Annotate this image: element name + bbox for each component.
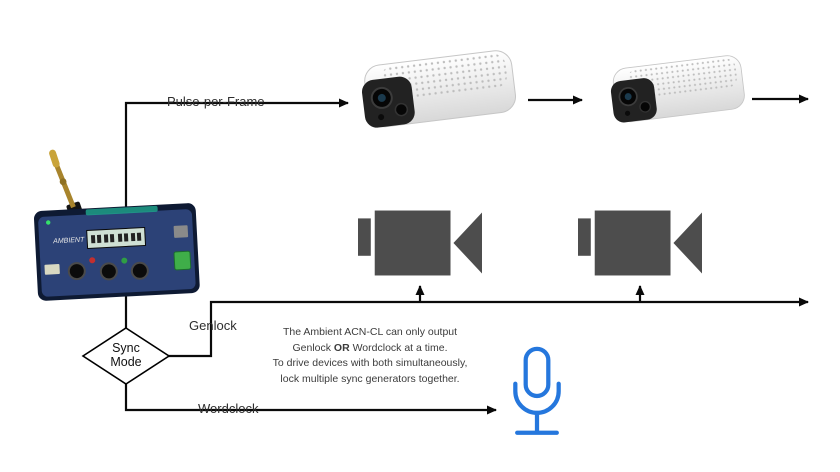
- ambient-logo: AMBIENT: [52, 237, 85, 246]
- microphone-icon: [504, 346, 570, 444]
- note-line-4: lock multiple sync generators together.: [280, 372, 460, 385]
- genlock-line: [168, 297, 809, 358]
- pulse-per-frame-line: [124, 98, 349, 240]
- wordclock-line: [124, 382, 497, 415]
- depth-camera-icon: [604, 48, 750, 128]
- video-camera-icon: [578, 210, 702, 276]
- antenna-icon: [49, 149, 83, 218]
- sync-mode-diamond: [81, 327, 171, 385]
- note-line-1: The Ambient ACN-CL can only output: [282, 326, 458, 338]
- pulse-per-frame-label: Pulse-per-Frame: [167, 94, 265, 109]
- genlock-label: Genlock: [189, 318, 237, 333]
- depth-camera-icon: [354, 42, 522, 134]
- lockit-sync-generator: AMBIENT: [26, 145, 208, 305]
- wordclock-label: Wordclock: [198, 401, 259, 416]
- sync-mode-label: Sync Mode: [110, 341, 142, 369]
- device-knobs: [44, 225, 192, 281]
- note-line-3: To drive devices with both simultaneousl…: [272, 357, 468, 369]
- lcd-display: [86, 226, 147, 250]
- video-camera-icon: [358, 210, 482, 276]
- note-text: The Ambient ACN-CL can only output Genlo…: [250, 325, 490, 387]
- note-line-2: Genlock OR Wordclock at a time.: [292, 341, 448, 354]
